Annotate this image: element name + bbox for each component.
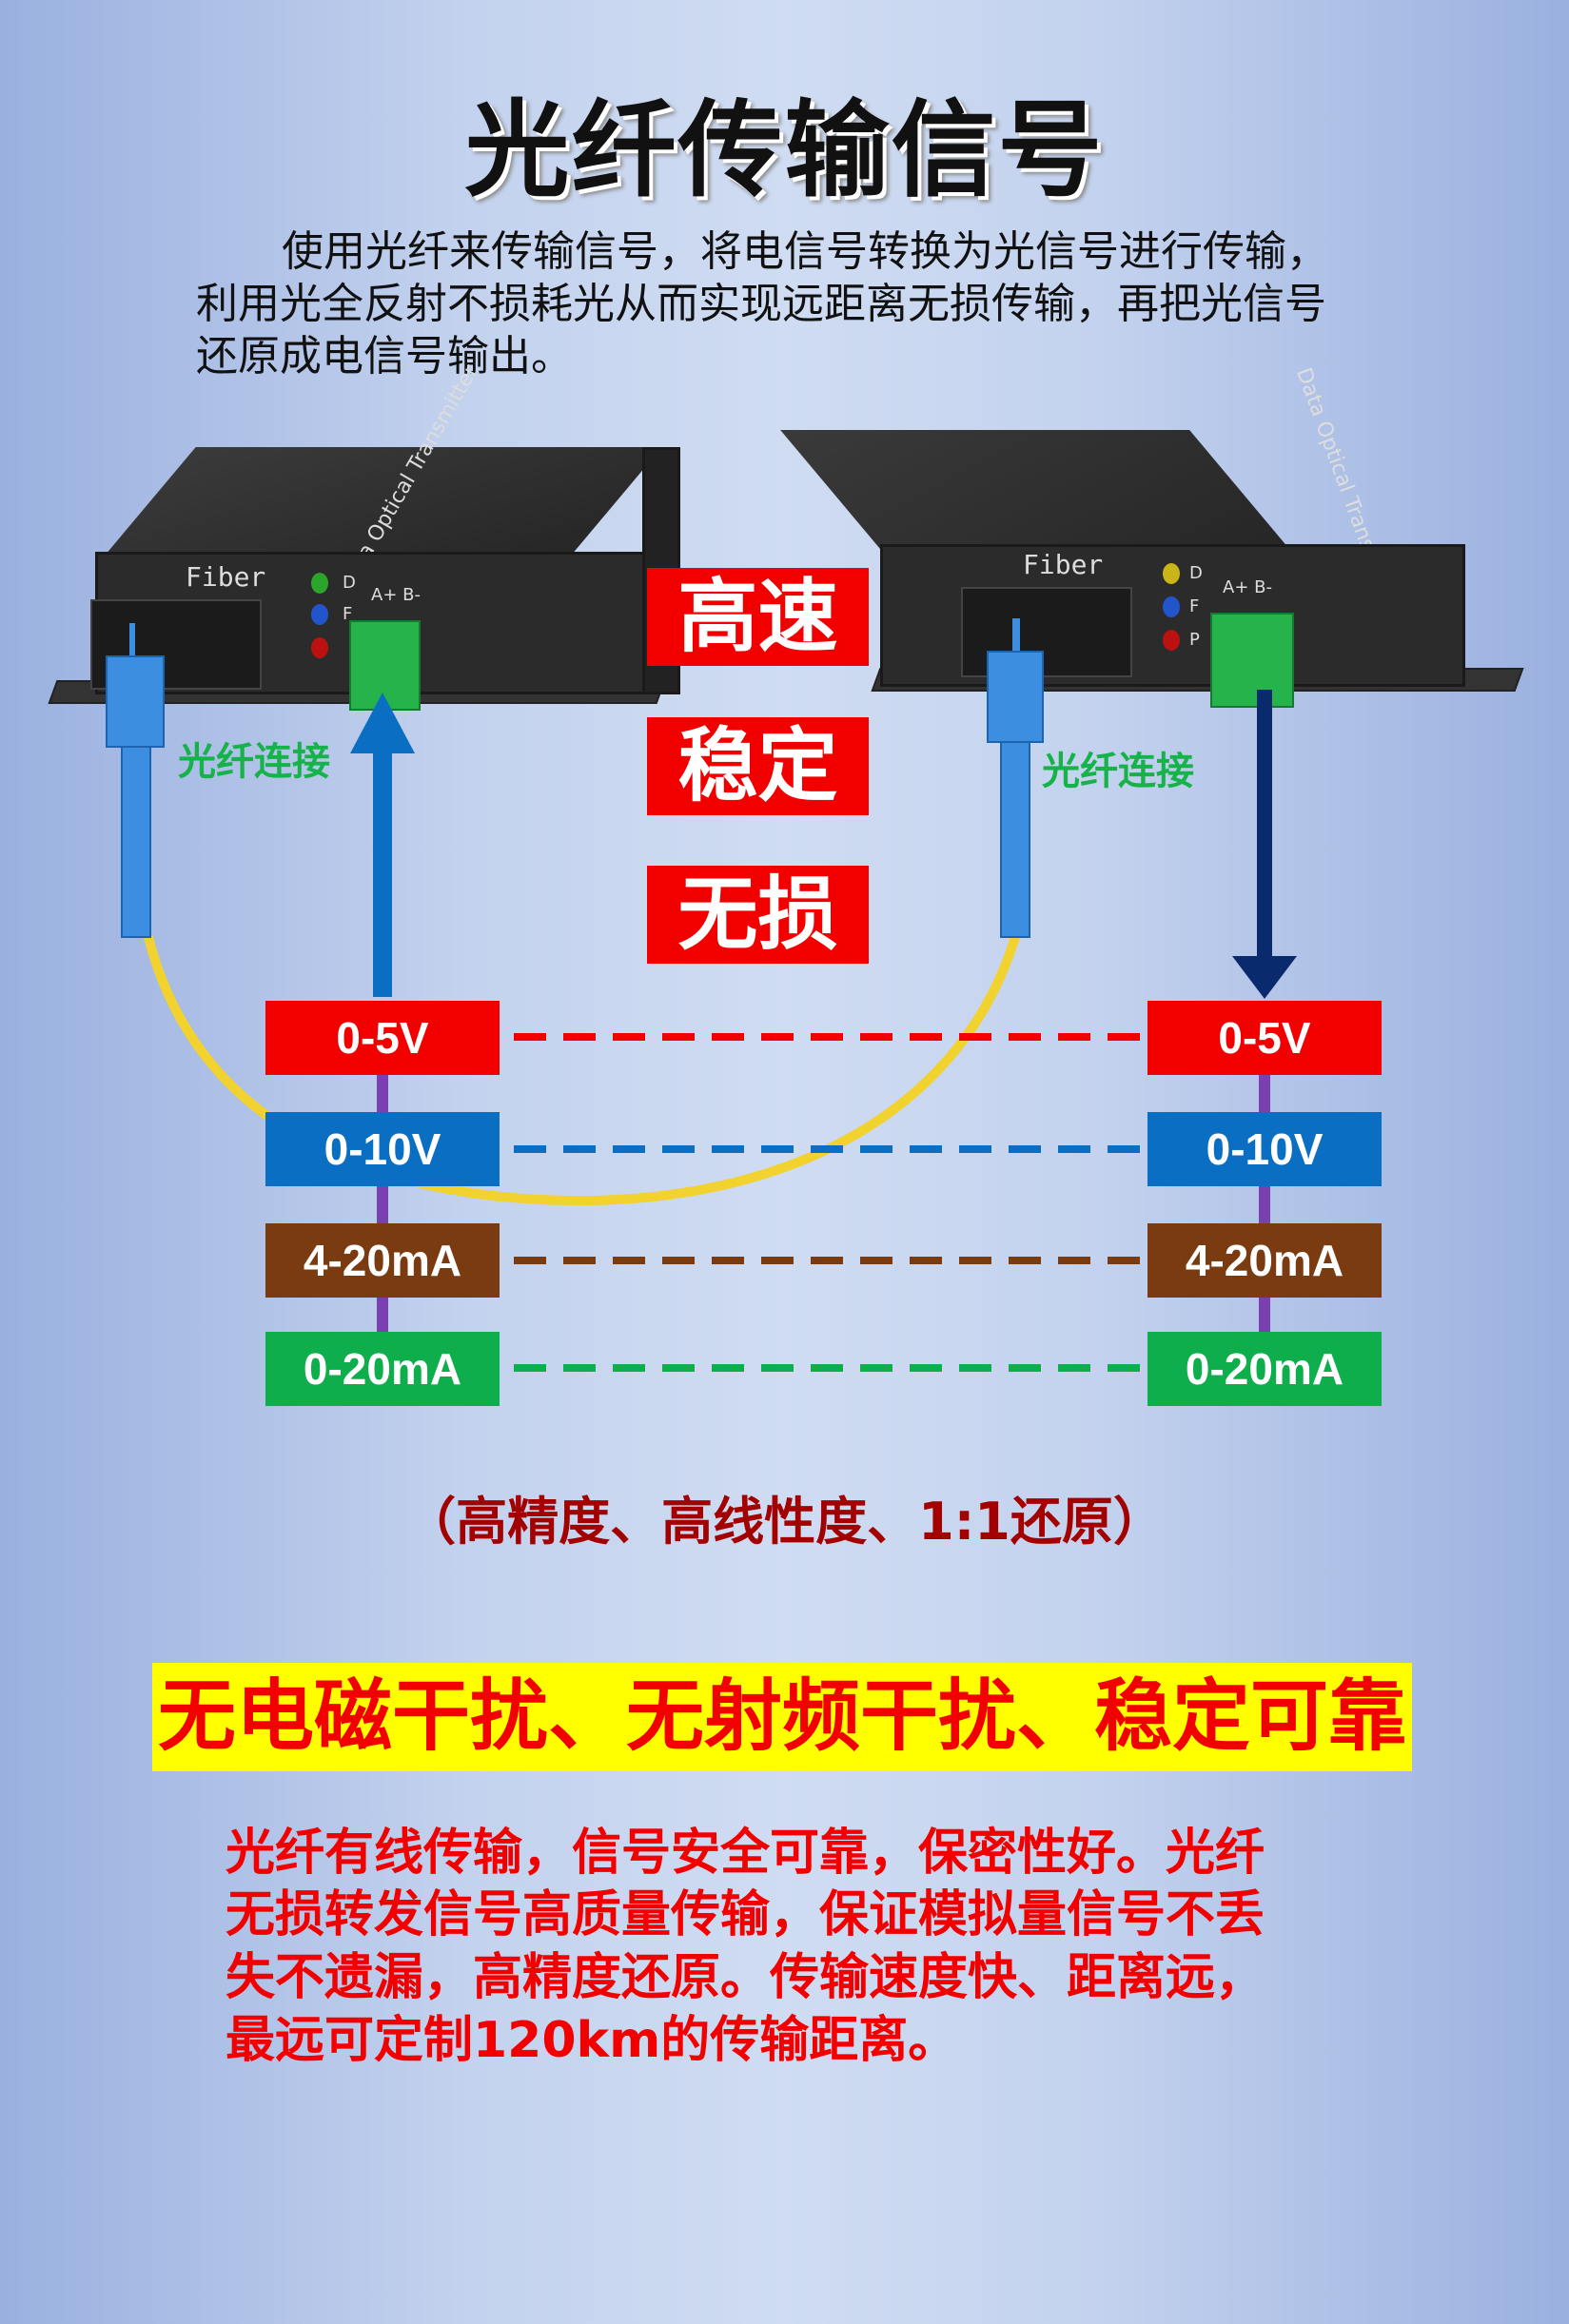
led-d-label: D — [343, 573, 356, 593]
led-d-label: D — [1189, 563, 1203, 583]
led-d-icon — [1163, 563, 1180, 584]
intro-line-3: 还原成电信号输出。 — [196, 332, 573, 381]
interference-banner: 无电磁干扰、无射频干扰、稳定可靠 — [152, 1663, 1412, 1771]
fiber-connection-label-right: 光纤连接 — [1042, 750, 1194, 793]
signal-right-0-5v: 0-5V — [1147, 1001, 1382, 1075]
description-line-4: 最远可定制120km的传输距离。 — [226, 2012, 958, 2069]
fiber-connection-label-left: 光纤连接 — [178, 740, 330, 784]
signal-right-4-20ma: 4-20mA — [1147, 1223, 1382, 1298]
description-line-3: 失不遗漏，高精度还原。传输速度快、距离远， — [226, 1949, 1265, 2006]
description-line-1: 光纤有线传输，信号安全可靠，保密性好。光纤 — [226, 1825, 1265, 1882]
led-f-icon — [1163, 596, 1180, 617]
led-p-icon — [1163, 630, 1180, 651]
description-line-2: 无损转发信号高质量传输，保证模拟量信号不丢 — [226, 1886, 1265, 1943]
fiber-cable — [144, 935, 1020, 1206]
led-p-label: P — [1189, 630, 1200, 650]
terminal-label: A+ B- — [1223, 577, 1272, 597]
up-arrow-icon — [350, 693, 415, 997]
fiber-label: Fiber — [1023, 549, 1104, 580]
terminal-block — [349, 620, 421, 711]
intro-line-1: 使用光纤来传输信号，将电信号转换为光信号进行传输， — [282, 227, 1328, 276]
signal-right-0-10v: 0-10V — [1147, 1112, 1382, 1186]
accuracy-note: （高精度、高线性度、1:1还原） — [404, 1492, 1165, 1552]
terminal-label: A+ B- — [371, 585, 421, 605]
led-f-label: F — [343, 604, 353, 624]
signal-left-4-20ma: 4-20mA — [265, 1223, 500, 1298]
down-arrow-icon — [1232, 690, 1297, 999]
signal-left-0-5v: 0-5V — [265, 1001, 500, 1075]
led-f-label: F — [1189, 596, 1200, 616]
signal-left-0-10v: 0-10V — [265, 1112, 500, 1186]
terminal-block — [1210, 613, 1294, 708]
intro-line-2: 利用光全反射不损耗光从而实现远距离无损传输，再把光信号 — [196, 280, 1326, 328]
right-receiver-device: Data Optical Transmitter Fiber D F P A+ … — [780, 364, 1524, 725]
signal-left-0-20ma: 0-20mA — [265, 1332, 500, 1406]
fiber-label: Fiber — [186, 561, 266, 593]
feature-lossless: 无损 — [647, 866, 869, 964]
led-d-icon — [311, 573, 328, 594]
left-fiber-connector — [106, 623, 165, 938]
led-f-icon — [311, 604, 328, 625]
feature-stable: 稳定 — [647, 717, 869, 815]
signal-right-0-20ma: 0-20mA — [1147, 1332, 1382, 1406]
right-fiber-connector — [987, 618, 1044, 938]
led-p-icon — [311, 637, 328, 658]
feature-high-speed: 高速 — [647, 568, 869, 666]
page-title: 光纤传输信号 — [464, 89, 1105, 211]
